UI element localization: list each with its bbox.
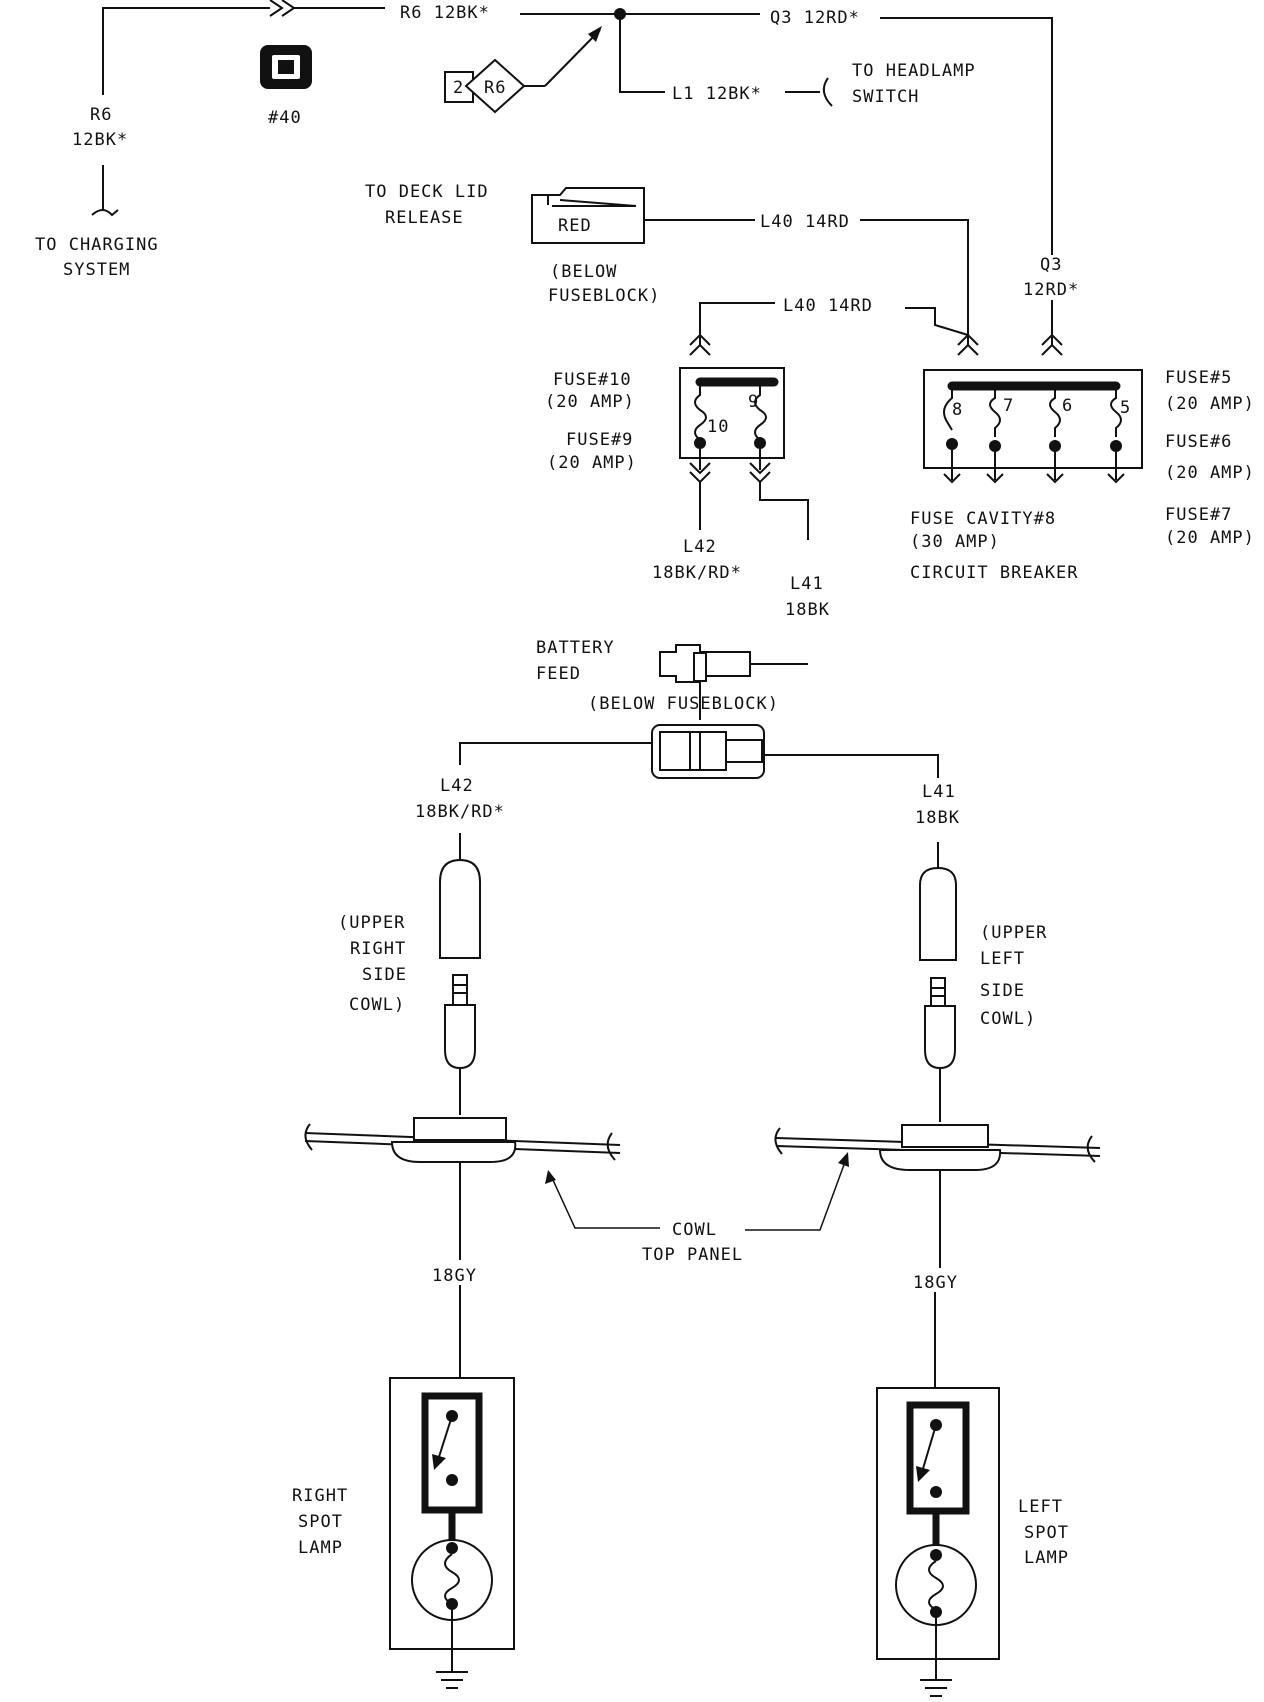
upper-left-cowl-label-4: COWL) — [980, 1009, 1036, 1029]
battery-feed-connector — [659, 644, 808, 683]
upper-right-cowl-label: (UPPER — [338, 913, 405, 933]
cavity-7-label: 7 — [1003, 396, 1014, 416]
right-spot-lamp-label-2: SPOT — [298, 1512, 343, 1532]
l41-lower-gauge-label: 18BK — [915, 808, 960, 828]
18gy-left-label: 18GY — [913, 1273, 958, 1293]
battery-feed-label-2: FEED — [536, 664, 581, 684]
circuit-breaker-label: FUSE CAVITY#8 — [910, 509, 1056, 529]
r6-wire — [102, 7, 270, 95]
red-connector — [531, 187, 645, 244]
battery-feed-label: BATTERY — [536, 638, 615, 658]
headlamp-label: TO HEADLAMP — [852, 61, 976, 81]
q3-top-label: Q3 12RD* — [770, 8, 860, 28]
right-spot-lamp — [389, 1285, 515, 1689]
l40-upper-label: L40 14RD — [760, 212, 850, 232]
splice-id-label: R6 — [484, 78, 506, 98]
deck-lid-label: TO DECK LID — [365, 182, 489, 202]
upper-right-cowl-label-3: SIDE — [362, 965, 407, 985]
l40-wire — [860, 219, 969, 345]
splice-connector-lower — [651, 724, 765, 779]
18gy-right-label: 18GY — [432, 1266, 477, 1286]
upper-left-cowl-label-3: SIDE — [980, 981, 1025, 1001]
cavity-5-label: 5 — [1120, 398, 1131, 418]
below-fuseblock-label-2: FUSEBLOCK) — [548, 286, 660, 306]
l42-lower-gauge-label: 18BK/RD* — [415, 802, 505, 822]
fuse9-label: FUSE#9 — [566, 430, 633, 450]
deck-lid-label-2: RELEASE — [385, 208, 464, 228]
fuse-num-9: 9 — [748, 392, 759, 412]
circuit-breaker-type-label: CIRCUIT BREAKER — [910, 563, 1079, 583]
charging-label: TO CHARGING — [35, 235, 159, 255]
splice-r6-diamond — [444, 26, 602, 114]
cowl-top-panel-label: COWL — [672, 1220, 717, 1240]
upper-left-cowl-label: (UPPER — [980, 923, 1047, 943]
cavity-6-label: 6 — [1062, 396, 1073, 416]
upper-right-cowl-label-4: COWL) — [349, 995, 405, 1015]
left-spot-lamp-label-3: LAMP — [1024, 1548, 1069, 1568]
circuit-breaker-amp-label: (30 AMP) — [910, 532, 1000, 552]
ground-40-icon — [260, 45, 312, 89]
l1-wire — [619, 14, 665, 93]
l41-label: L41 — [790, 574, 824, 594]
right-cowl-connector — [439, 833, 481, 1115]
fuse6-label: FUSE#6 — [1165, 432, 1232, 452]
r6-top-label: R6 12BK* — [400, 3, 490, 23]
q3-wire — [880, 17, 1053, 255]
l40-feed-wire — [905, 307, 969, 336]
l1-label: L1 12BK* — [672, 84, 762, 104]
r6-left-label: R6 — [90, 105, 112, 125]
l41-lower-wire — [764, 754, 939, 778]
left-cowl-panel — [774, 1124, 1101, 1268]
l42-label: L42 — [683, 537, 717, 557]
l41-lower-label: L41 — [922, 782, 956, 802]
left-spot-lamp-label: LEFT — [1018, 1497, 1063, 1517]
ground-40-label: #40 — [268, 108, 302, 128]
l42-lower-wire — [459, 742, 652, 765]
l41-gauge-label: 18BK — [785, 600, 830, 620]
fuse6-amp-label: (20 AMP) — [1165, 463, 1255, 483]
cowl-top-panel-leaders — [545, 1152, 849, 1231]
l40-feed-wire — [699, 302, 775, 345]
labels: R6 12BK* R6 12BK* TO CHARGING SYSTEM #40… — [35, 3, 1255, 1568]
upper-right-cowl-label-2: RIGHT — [350, 939, 406, 959]
r6-charging-circuit — [91, 0, 620, 217]
cavity-8-label: 8 — [952, 400, 963, 420]
fuse-5-8-block — [923, 333, 1143, 484]
r6-left-gauge-label: 12BK* — [72, 130, 128, 150]
l42-lower-label: L42 — [440, 776, 474, 796]
upper-left-cowl-label-2: LEFT — [980, 949, 1025, 969]
charging-break-symbol — [91, 209, 119, 217]
fuse5-label: FUSE#5 — [1165, 368, 1232, 388]
fuse7-amp-label: (20 AMP) — [1165, 528, 1255, 548]
headlamp-break-symbol — [822, 77, 833, 107]
q3-right-gauge-label: 12RD* — [1023, 280, 1079, 300]
right-spot-lamp-label: RIGHT — [292, 1486, 348, 1506]
r6-connector-arrows — [269, 0, 296, 17]
right-cowl-panel — [304, 1117, 621, 1260]
splice-num-label: 2 — [453, 78, 464, 98]
fuse7-label: FUSE#7 — [1165, 505, 1232, 525]
cowl-top-panel-label-2: TOP PANEL — [642, 1245, 743, 1265]
headlamp-label-2: SWITCH — [852, 87, 919, 107]
left-cowl-connector — [919, 842, 957, 1122]
fuse10-label: FUSE#10 — [553, 370, 632, 390]
l41-wire — [759, 482, 809, 540]
red-connector-label: RED — [558, 216, 592, 236]
charging-label-2: SYSTEM — [63, 260, 130, 280]
below-fuseblock-label: (BELOW — [550, 262, 617, 282]
fuse-num-10: 10 — [707, 417, 729, 437]
l40-lower-label: L40 14RD — [783, 296, 873, 316]
left-spot-lamp-label-2: SPOT — [1024, 1523, 1069, 1543]
fuse5-amp-label: (20 AMP) — [1165, 394, 1255, 414]
fuse10-amp-label: (20 AMP) — [545, 392, 635, 412]
l42-gauge-label: 18BK/RD* — [652, 563, 742, 583]
battery-feed-location-label: (BELOW FUSEBLOCK) — [588, 694, 779, 714]
fuse-9-10-block — [679, 333, 785, 484]
fuse9-amp-label: (20 AMP) — [547, 453, 637, 473]
left-spot-lamp — [876, 1292, 1000, 1697]
q3-right-label: Q3 — [1040, 255, 1062, 275]
right-spot-lamp-label-3: LAMP — [298, 1538, 343, 1558]
